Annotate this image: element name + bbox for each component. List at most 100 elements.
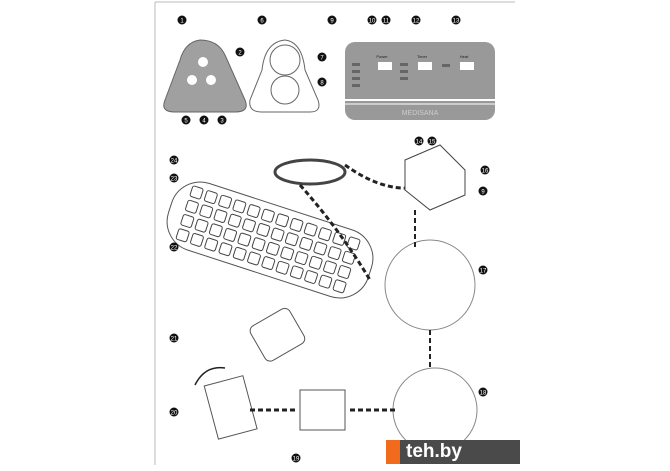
- watermark-logo: teh.by: [386, 440, 520, 464]
- callout-number: 11: [383, 19, 390, 25]
- callout-marker: [480, 165, 490, 175]
- callout-number: 8: [320, 81, 324, 87]
- callout-number: 2: [238, 51, 242, 57]
- mattress-cell: [289, 218, 304, 232]
- callout-marker: [169, 407, 179, 417]
- mattress-cell: [284, 232, 299, 247]
- callout-number: 1: [180, 19, 184, 25]
- detail-connector: [384, 239, 476, 331]
- callout-number: 24: [171, 159, 178, 165]
- mattress-cell: [275, 213, 290, 228]
- callout-number: 18: [480, 391, 487, 397]
- callout-marker: [327, 15, 337, 25]
- mattress-cell: [299, 236, 313, 251]
- mattress-cell: [261, 208, 275, 223]
- watermark-text: teh.by: [400, 440, 520, 464]
- filter-holder-open: [203, 375, 258, 440]
- callout-marker: [181, 115, 191, 125]
- air-mattress: [166, 181, 374, 299]
- callout-marker: [169, 173, 179, 183]
- panel-label-heat: Heat: [460, 54, 469, 59]
- callout-number: 4: [202, 119, 206, 125]
- mattress-cell: [318, 274, 333, 289]
- callout-marker: [169, 333, 179, 343]
- callout-marker: [414, 136, 424, 146]
- mattress-cell: [208, 223, 223, 238]
- callout-number: 21: [171, 337, 178, 343]
- callout-marker: [199, 115, 209, 125]
- mattress-cell: [203, 190, 218, 205]
- mattress-cell: [275, 260, 290, 275]
- mattress-cell: [323, 260, 337, 275]
- callout-number: 15: [429, 140, 436, 146]
- callout-number: 20: [171, 411, 178, 417]
- mattress-cell: [247, 251, 261, 266]
- callout-number: 23: [171, 177, 178, 183]
- mattress-cell: [175, 228, 190, 243]
- mattress-cell: [232, 199, 247, 214]
- callout-marker: [411, 15, 421, 25]
- mattress-cell: [341, 250, 356, 265]
- callout-number: 10: [369, 19, 376, 25]
- callout-marker: [177, 15, 187, 25]
- mattress-cell: [280, 246, 295, 261]
- panel-label-brand: MEDISANA: [402, 110, 439, 117]
- callout-number: 5: [184, 119, 188, 125]
- mattress-cell: [218, 194, 233, 209]
- mattress-cell: [294, 251, 309, 266]
- callout-marker: [169, 242, 179, 252]
- callout-marker: [235, 47, 245, 57]
- callout-marker: [217, 115, 227, 125]
- callout-marker: [381, 15, 391, 25]
- callout-number: 12: [413, 19, 420, 25]
- mattress-cell: [242, 218, 256, 233]
- mattress-cell: [227, 213, 242, 228]
- mattress-cell: [223, 228, 238, 242]
- mattress-cell: [251, 237, 266, 252]
- callout-marker: [317, 77, 327, 87]
- callout-marker: [257, 15, 267, 25]
- mattress-cell: [189, 185, 204, 200]
- mattress-cell: [318, 227, 332, 242]
- callout-number: 9: [481, 190, 485, 196]
- callout-number: 22: [171, 246, 178, 252]
- callout-marker: [169, 155, 179, 165]
- mattress-cell: [270, 227, 285, 242]
- mattress-cell: [308, 255, 323, 270]
- callout-marker: [317, 52, 327, 62]
- callout-marker: [451, 15, 461, 25]
- mattress-cell: [232, 246, 247, 261]
- callout-number: 16: [482, 169, 489, 175]
- callout-marker: [478, 186, 488, 196]
- callout-number: 19: [293, 457, 300, 463]
- filter-bottle: [249, 307, 306, 362]
- callout-marker: [427, 136, 437, 146]
- callout-marker: [478, 387, 488, 397]
- mattress-cell: [304, 270, 318, 284]
- mattress-cell: [337, 265, 352, 279]
- mattress-cell: [327, 246, 342, 261]
- callout-marker: [367, 15, 377, 25]
- callout-number: 14: [416, 140, 423, 146]
- mattress-cell: [199, 204, 214, 219]
- mattress-cell: [180, 214, 195, 228]
- callout-number: 7: [320, 56, 324, 62]
- mattress-cell: [346, 236, 361, 251]
- blower-unit: [404, 144, 466, 211]
- callout-number: 17: [480, 269, 487, 275]
- remote-control-front: [163, 39, 247, 113]
- callout-number: 6: [260, 19, 264, 25]
- mattress-cell: [237, 232, 252, 247]
- air-hose: [273, 158, 347, 186]
- mattress-cell: [261, 256, 276, 271]
- callout-number: 13: [453, 19, 460, 25]
- mattress-cell: [289, 265, 304, 280]
- callout-marker: [291, 453, 301, 463]
- mattress-cell: [194, 218, 209, 233]
- filter-holder: [299, 389, 346, 431]
- mattress-cell: [218, 242, 233, 257]
- callout-number: 3: [220, 119, 224, 125]
- mattress-cell: [246, 204, 261, 218]
